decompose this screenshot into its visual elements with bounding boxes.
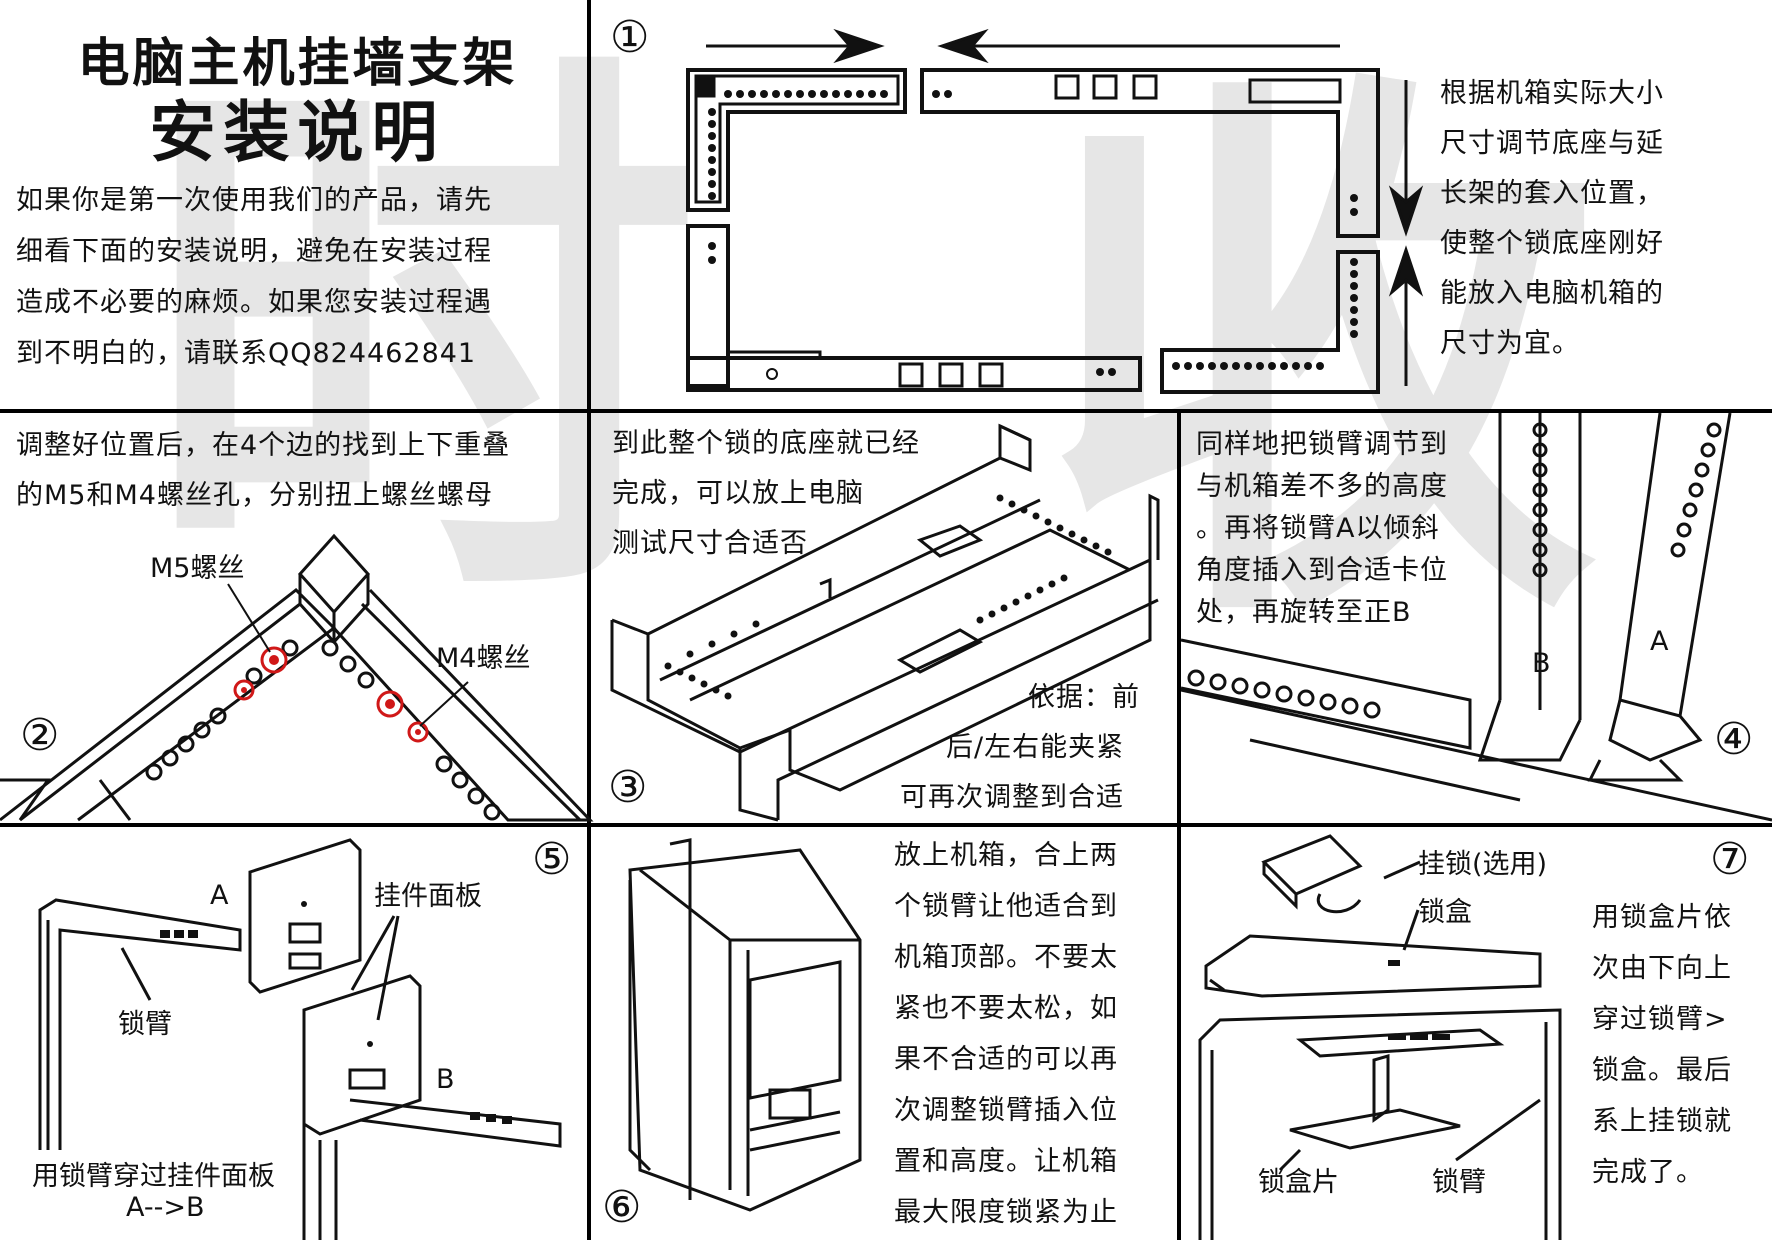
step6-line: 机箱顶部。不要太: [894, 942, 1118, 973]
step-number: ④: [1714, 714, 1754, 765]
step4-line: 同样地把锁臂调节到: [1196, 429, 1448, 460]
step3-line: 到此整个锁的底座就已经: [612, 428, 920, 459]
hole-row: [724, 90, 888, 98]
step2-line: 的M5和M4螺丝孔，分别扭上螺丝螺母: [16, 480, 493, 511]
lock-plate-label: 锁盒片: [1258, 1167, 1339, 1198]
arm-a-label: A: [1650, 626, 1669, 657]
step1-line: 尺寸为宜。: [1440, 328, 1580, 359]
m5-screw-label: M5螺丝: [150, 553, 245, 584]
step4-line: 处，再旋转至正B: [1196, 597, 1412, 628]
watermark: 时: [140, 14, 700, 666]
step6-line: 置和高度。让机箱: [894, 1146, 1118, 1177]
step7-line: 系上挂锁就: [1592, 1106, 1732, 1137]
step5-caption: 用锁臂穿过挂件面板: [32, 1161, 275, 1192]
step6-line: 个锁臂让他适合到: [894, 891, 1118, 922]
intro-line: 如果你是第一次使用我们的产品，请先: [16, 185, 492, 216]
divider: [587, 0, 591, 1240]
lock-box-label: 锁盒: [1418, 897, 1472, 928]
arm-label: 锁臂: [118, 1009, 172, 1040]
intro-line: 细看下面的安装说明，避免在安装过程: [16, 236, 492, 267]
label-a: A: [210, 880, 229, 911]
step1-line: 能放入电脑机箱的: [1440, 278, 1664, 309]
step-number: ⑥: [602, 1182, 642, 1233]
step3-line: 完成，可以放上电脑: [612, 478, 864, 509]
step1-line: 根据机箱实际大小: [1440, 78, 1664, 109]
step7-line: 穿过锁臂>: [1592, 1004, 1728, 1035]
step6-line: 放上机箱，合上两: [894, 840, 1118, 871]
step-number: ②: [20, 710, 60, 761]
divider: [0, 409, 1772, 413]
step7-line: 锁盒。最后: [1592, 1055, 1732, 1086]
intro-line: 造成不必要的麻烦。如果您安装过程遇: [16, 287, 492, 318]
step6-line: 次调整锁臂插入位: [894, 1095, 1118, 1126]
label-b: B: [436, 1064, 455, 1095]
step6-line: 紧也不要太松，如: [894, 993, 1118, 1024]
step7-line: 完成了。: [1592, 1157, 1704, 1188]
step5-caption-arrow: A-->B: [126, 1192, 205, 1223]
step6-line: 果不合适的可以再: [894, 1044, 1118, 1075]
m4-screw-label: M4螺丝: [436, 643, 531, 674]
page-subtitle: 安装说明: [149, 94, 446, 171]
panel-label: 挂件面板: [374, 881, 482, 912]
step3-line: 测试尺寸合适否: [612, 528, 808, 559]
step3-note: 依据：前: [1028, 682, 1140, 713]
step4-line: 与机箱差不多的高度: [1196, 471, 1448, 502]
step-number: ⑦: [1710, 834, 1750, 885]
step3-note: 可再次调整到合适: [900, 782, 1124, 813]
step-number: ①: [610, 12, 650, 63]
step4-line: 。再将锁臂A以倾斜: [1196, 513, 1440, 544]
step-number: ⑤: [532, 834, 572, 885]
arm-b-label: B: [1532, 648, 1551, 679]
padlock-label: 挂锁(选用): [1418, 849, 1548, 880]
intro-line: 到不明白的，请联系QQ824462841: [16, 338, 477, 369]
step1-line: 长架的套入位置，: [1440, 178, 1664, 209]
divider: [1177, 411, 1181, 1240]
lock-arm-label: 锁臂: [1432, 1167, 1486, 1198]
step1-line: 使整个锁底座刚好: [1440, 228, 1664, 259]
divider: [0, 823, 1772, 827]
step6-line: 最大限度锁紧为止: [894, 1197, 1118, 1228]
page-title: 电脑主机挂墙支架: [77, 34, 518, 94]
step7-line: 次由下向上: [1592, 953, 1732, 984]
step7-line: 用锁盒片依: [1592, 902, 1732, 933]
step4-line: 角度插入到合适卡位: [1196, 555, 1448, 586]
step-number: ③: [608, 762, 648, 813]
step2-line: 调整好位置后，在4个边的找到上下重叠: [16, 430, 511, 461]
step3-note: 后/左右能夹紧: [946, 732, 1125, 763]
step1-line: 尺寸调节底座与延: [1440, 128, 1664, 159]
